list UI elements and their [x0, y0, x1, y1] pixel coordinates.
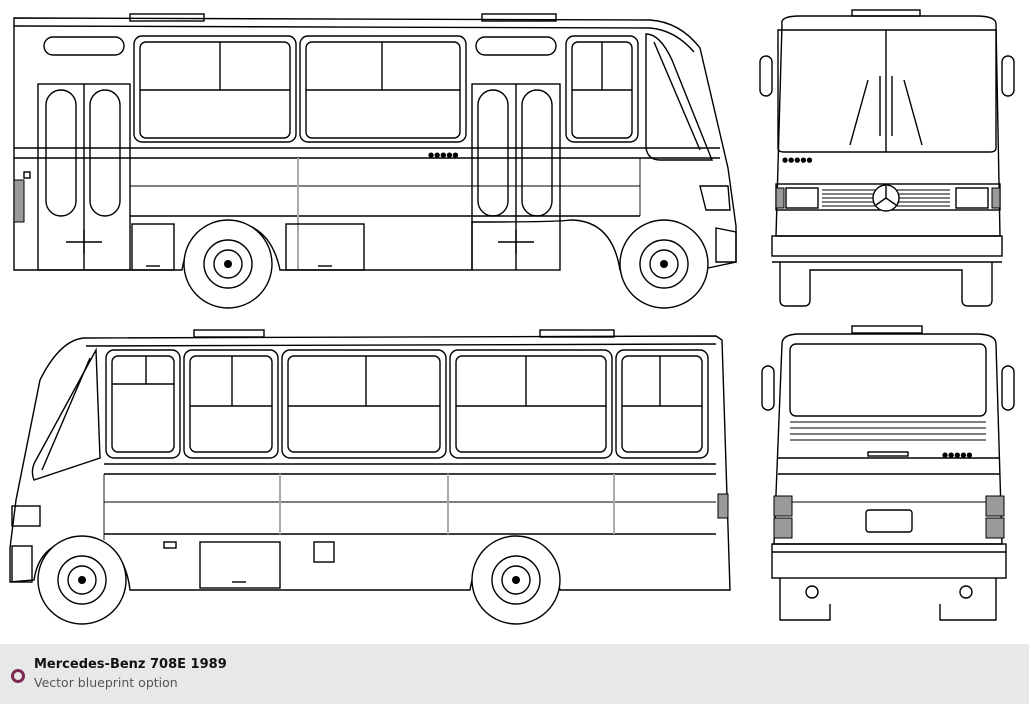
rear-view: ●●●●●	[761, 325, 1015, 621]
side-view-left: ●●●●●	[13, 13, 737, 309]
caption-bar: Mercedes-Benz 708E 1989 Vector blueprint…	[0, 644, 1029, 704]
blueprint-drawing: ●●●●● ●●●●●	[9, 9, 1015, 625]
front-view: ●●●●●	[759, 9, 1015, 307]
side-view-right	[9, 329, 731, 625]
ring-bullet-icon	[11, 669, 25, 683]
caption-title: Mercedes-Benz 708E 1989	[34, 657, 227, 672]
front-badge: ●●●●●	[782, 156, 813, 164]
caption-subtitle: Vector blueprint option	[34, 675, 178, 690]
rear-badge: ●●●●●	[942, 451, 973, 459]
side-badge: ●●●●●	[428, 151, 459, 159]
